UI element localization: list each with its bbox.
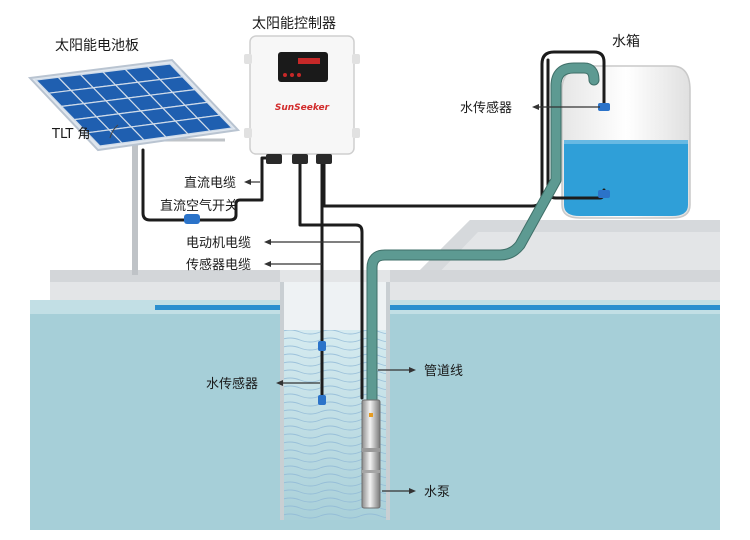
label-sensor-cable: 传感器电缆 [186,257,251,273]
solar-panel [27,58,241,152]
tilt-angle-marker [109,124,119,139]
solar-controller: SunSeeker [244,35,360,164]
sensors [184,103,610,405]
controller-brand: SunSeeker [275,103,330,113]
label-dc-cable: 直流电缆 [184,175,236,191]
label-tank-sensor: 水传感器 [460,100,512,116]
well-sensor-probe-top [318,341,326,351]
pipeline [366,62,600,414]
label-arrows [244,104,600,494]
tank-sensor-probe-bottom [598,190,610,198]
label-solar-panel: 太阳能电池板 [55,38,139,54]
label-well-sensor: 水传感器 [206,376,258,392]
label-tilt-angle: TLT 角 [51,127,90,142]
label-water-tank: 水箱 [612,34,640,50]
label-controller: 太阳能控制器 [252,16,336,32]
well-sensor-probe-bottom [318,395,326,405]
water-tank [561,65,691,219]
dc-breaker-icon [184,214,200,224]
tank-sensor-probe-top [598,103,610,111]
label-pump: 水泵 [424,485,450,500]
label-pipeline: 管道线 [424,364,463,379]
water-pump [361,399,381,509]
cable-glands [266,154,332,164]
controller-display [278,52,328,82]
solar-panel-cell [196,114,234,132]
label-dc-breaker: 直流空气开关 [160,198,238,214]
label-motor-cable: 电动机电缆 [186,235,251,251]
ground [50,220,720,300]
